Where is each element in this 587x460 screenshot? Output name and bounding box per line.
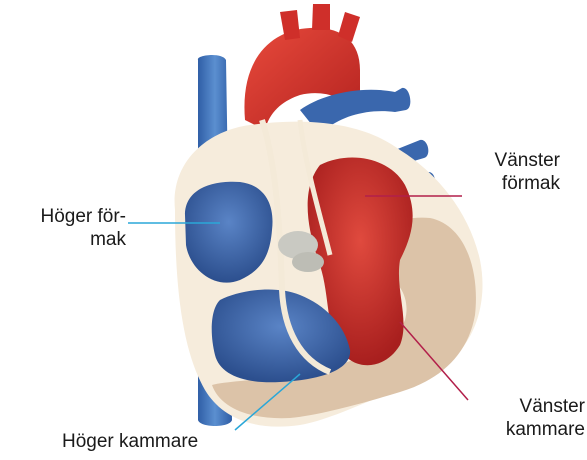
label-left-atrium-line2: förmak <box>445 172 560 195</box>
label-left-ventricle: Vänster kammare <box>470 395 585 441</box>
label-left-ventricle-line1: Vänster <box>470 395 585 418</box>
label-left-ventricle-line2: kammare <box>470 418 585 441</box>
label-right-atrium-line1: Höger för- <box>8 205 126 228</box>
leader-left-ventricle <box>400 322 468 400</box>
label-left-atrium: Vänster förmak <box>445 149 560 195</box>
label-left-atrium-line1: Vänster <box>445 149 560 172</box>
label-right-atrium: Höger för- mak <box>8 205 126 251</box>
leader-right-ventricle <box>235 374 300 430</box>
label-right-atrium-line2: mak <box>8 228 126 251</box>
label-right-ventricle: Höger kammare <box>62 430 198 453</box>
